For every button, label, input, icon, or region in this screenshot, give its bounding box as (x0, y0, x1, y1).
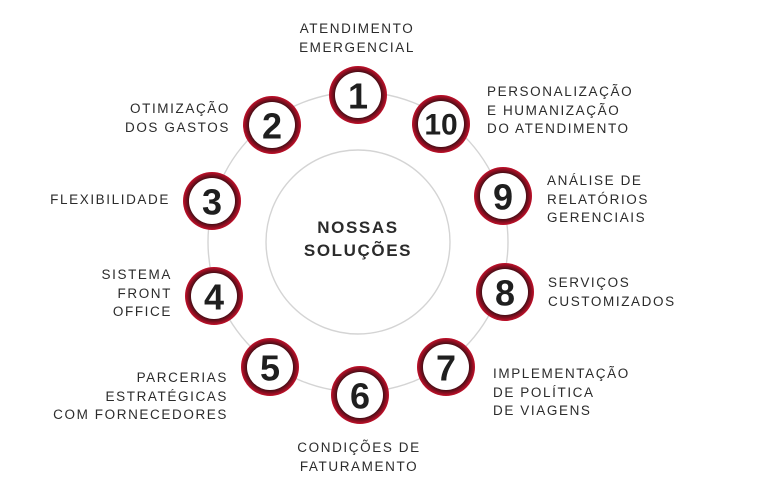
item-8-node: 8 (476, 263, 534, 321)
item-6-label: CONDIÇÕES DE FATURAMENTO (297, 440, 421, 474)
item-7-disc (423, 344, 469, 390)
item-8-disc (482, 269, 528, 315)
item-6-node: 6 (331, 366, 389, 424)
item-2-number: 2 (262, 106, 282, 147)
center-title-line-1: NOSSAS (317, 218, 398, 237)
item-4-node: 4 (185, 267, 243, 325)
item-9-disc (480, 173, 526, 219)
item-6-disc (337, 372, 383, 418)
item-10-disc (418, 101, 464, 147)
item-1-label: ATENDIMENTO EMERGENCIAL (299, 21, 415, 55)
item-2-label: OTIMIZAÇÃO DOS GASTOS (124, 101, 230, 135)
item-1-disc (335, 72, 381, 118)
center-title-line-2: SOLUÇÕES (304, 240, 412, 260)
item-1-node: 1 (329, 66, 387, 124)
item-4-label: SISTEMA FRONT OFFICE (101, 267, 172, 319)
center-circle (265, 149, 451, 335)
item-4-number: 4 (204, 277, 224, 318)
item-3-disc (189, 178, 235, 224)
item-7-label: IMPLEMENTAÇÃO DE POLÍTICA DE VIAGENS (493, 366, 630, 418)
item-6-number: 6 (350, 376, 370, 417)
item-9-number: 9 (493, 177, 513, 218)
item-2-node: 2 (243, 96, 301, 154)
item-7-node: 7 (417, 338, 475, 396)
item-10-number: 10 (424, 109, 457, 142)
item-5-disc (247, 344, 293, 390)
item-9-label: ANÁLISE DE RELATÓRIOS GERENCIAIS (547, 173, 650, 225)
item-5-node: 5 (241, 338, 299, 396)
item-9-node: 9 (474, 167, 532, 225)
item-7-number: 7 (436, 348, 456, 389)
item-5-label: PARCERIAS ESTRATÉGICAS COM FORNECEDORES (53, 370, 228, 422)
item-3-number: 3 (202, 182, 222, 223)
item-4-disc (191, 273, 237, 319)
item-8-label: SERVIÇOS CUSTOMIZADOS (548, 275, 676, 309)
item-5-number: 5 (260, 348, 280, 389)
item-10-node: 10 (412, 95, 470, 153)
item-2-disc (249, 102, 295, 148)
item-10-label: PERSONALIZAÇÃO E HUMANIZAÇÃO DO ATENDIME… (487, 84, 634, 136)
item-1-number: 1 (348, 76, 368, 117)
item-3-node: 3 (183, 172, 241, 230)
item-8-number: 8 (495, 273, 515, 314)
item-3-label: FLEXIBILIDADE (50, 192, 170, 207)
